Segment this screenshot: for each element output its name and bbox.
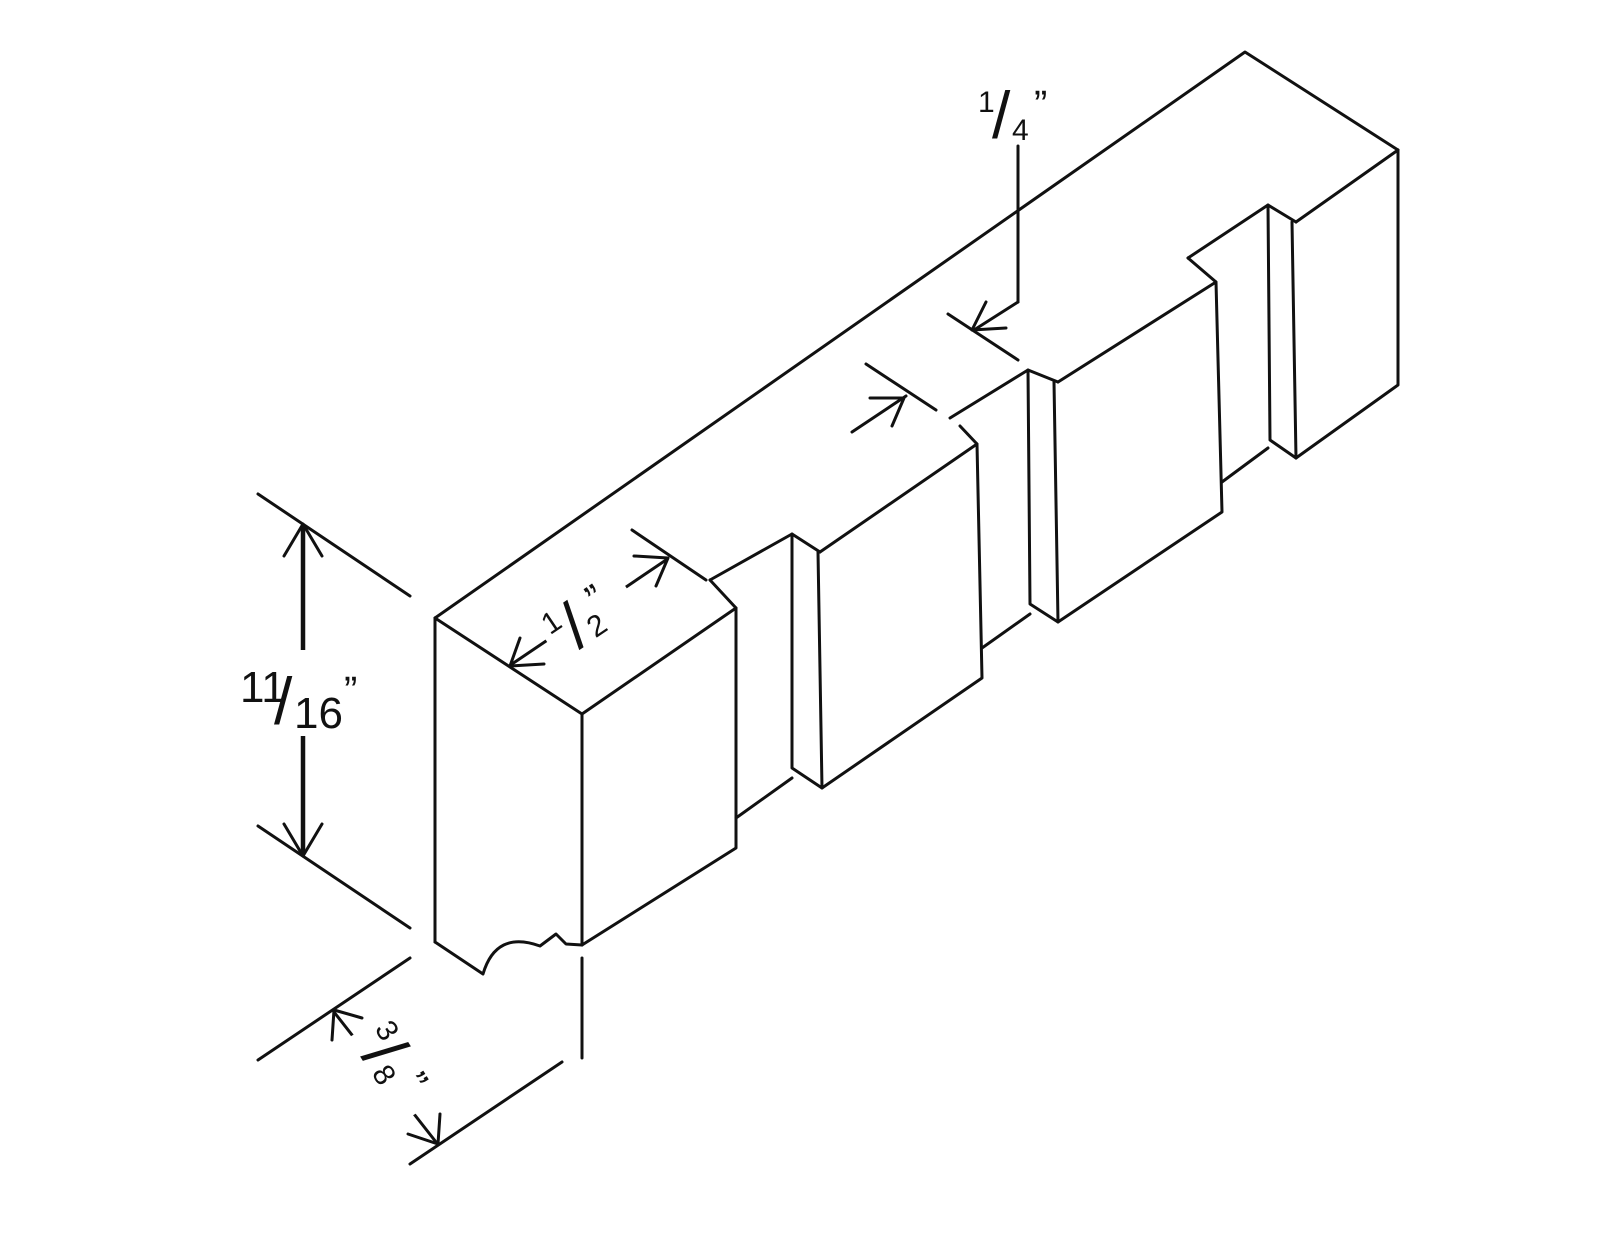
block-2-inner-edge [816, 550, 824, 790]
height-label-quote: ” [344, 669, 357, 713]
depth-extension-bottom [408, 1060, 564, 1166]
recess-1-top [708, 532, 822, 582]
slot-label-den: 4 [1012, 114, 1029, 147]
trim-body [433, 50, 1400, 976]
block-3-outline [1026, 256, 1224, 624]
block-4-inner-edge [1290, 220, 1298, 460]
slot-label: 1 / 4 ” [978, 78, 1047, 152]
height-extension-bottom [256, 824, 412, 930]
height-label-den: 16 [294, 689, 343, 738]
slot-label-num: 1 [978, 86, 995, 119]
recess-2-floor [980, 612, 1032, 650]
width-label: 1 / 2 ” [528, 560, 643, 666]
recess-3-floor [1220, 446, 1270, 484]
back-right-edge [1294, 148, 1400, 460]
slot-extension-right [946, 312, 1020, 362]
slot-label-slash: / [992, 78, 1011, 152]
height-extension-top [256, 492, 412, 598]
width-extension [630, 528, 708, 582]
width-arrow-right [632, 554, 670, 588]
recess-1-floor [734, 776, 794, 820]
height-label-slash: / [274, 664, 293, 738]
recess-3-top [1186, 203, 1298, 260]
block-3-inner-edge [1052, 380, 1060, 624]
slot-extension-left [864, 362, 938, 412]
slot-leader-diagonal [972, 300, 1020, 332]
depth-arrow-down [406, 1112, 442, 1146]
front-block-right-edge [580, 606, 738, 947]
slot-arrow-left [868, 396, 906, 428]
slot-label-quote: ” [1034, 83, 1047, 127]
recess-2-top [948, 368, 1060, 420]
top-back-edge [433, 50, 1400, 620]
slot-leader-left [850, 394, 908, 434]
height-label: 11 / 16 ” [236, 650, 396, 738]
depth-arrow-up [330, 1008, 364, 1042]
block-2-outline [790, 424, 984, 790]
block-4-front-edge [1294, 148, 1400, 224]
height-arrow-up [282, 522, 324, 558]
height-label-whole: 11 [240, 663, 286, 712]
slot-arrow-right [970, 300, 1008, 332]
width-arrow-left [508, 636, 546, 668]
bottom-profile [433, 932, 584, 976]
block-3-front-edge [1056, 280, 1218, 384]
block-4-outline [1266, 203, 1298, 460]
height-arrow-down [282, 822, 324, 858]
depth-label: 3 / 8 ” [345, 1008, 448, 1125]
block-2-front-edge [818, 442, 979, 554]
slot-dimension [850, 144, 1020, 434]
